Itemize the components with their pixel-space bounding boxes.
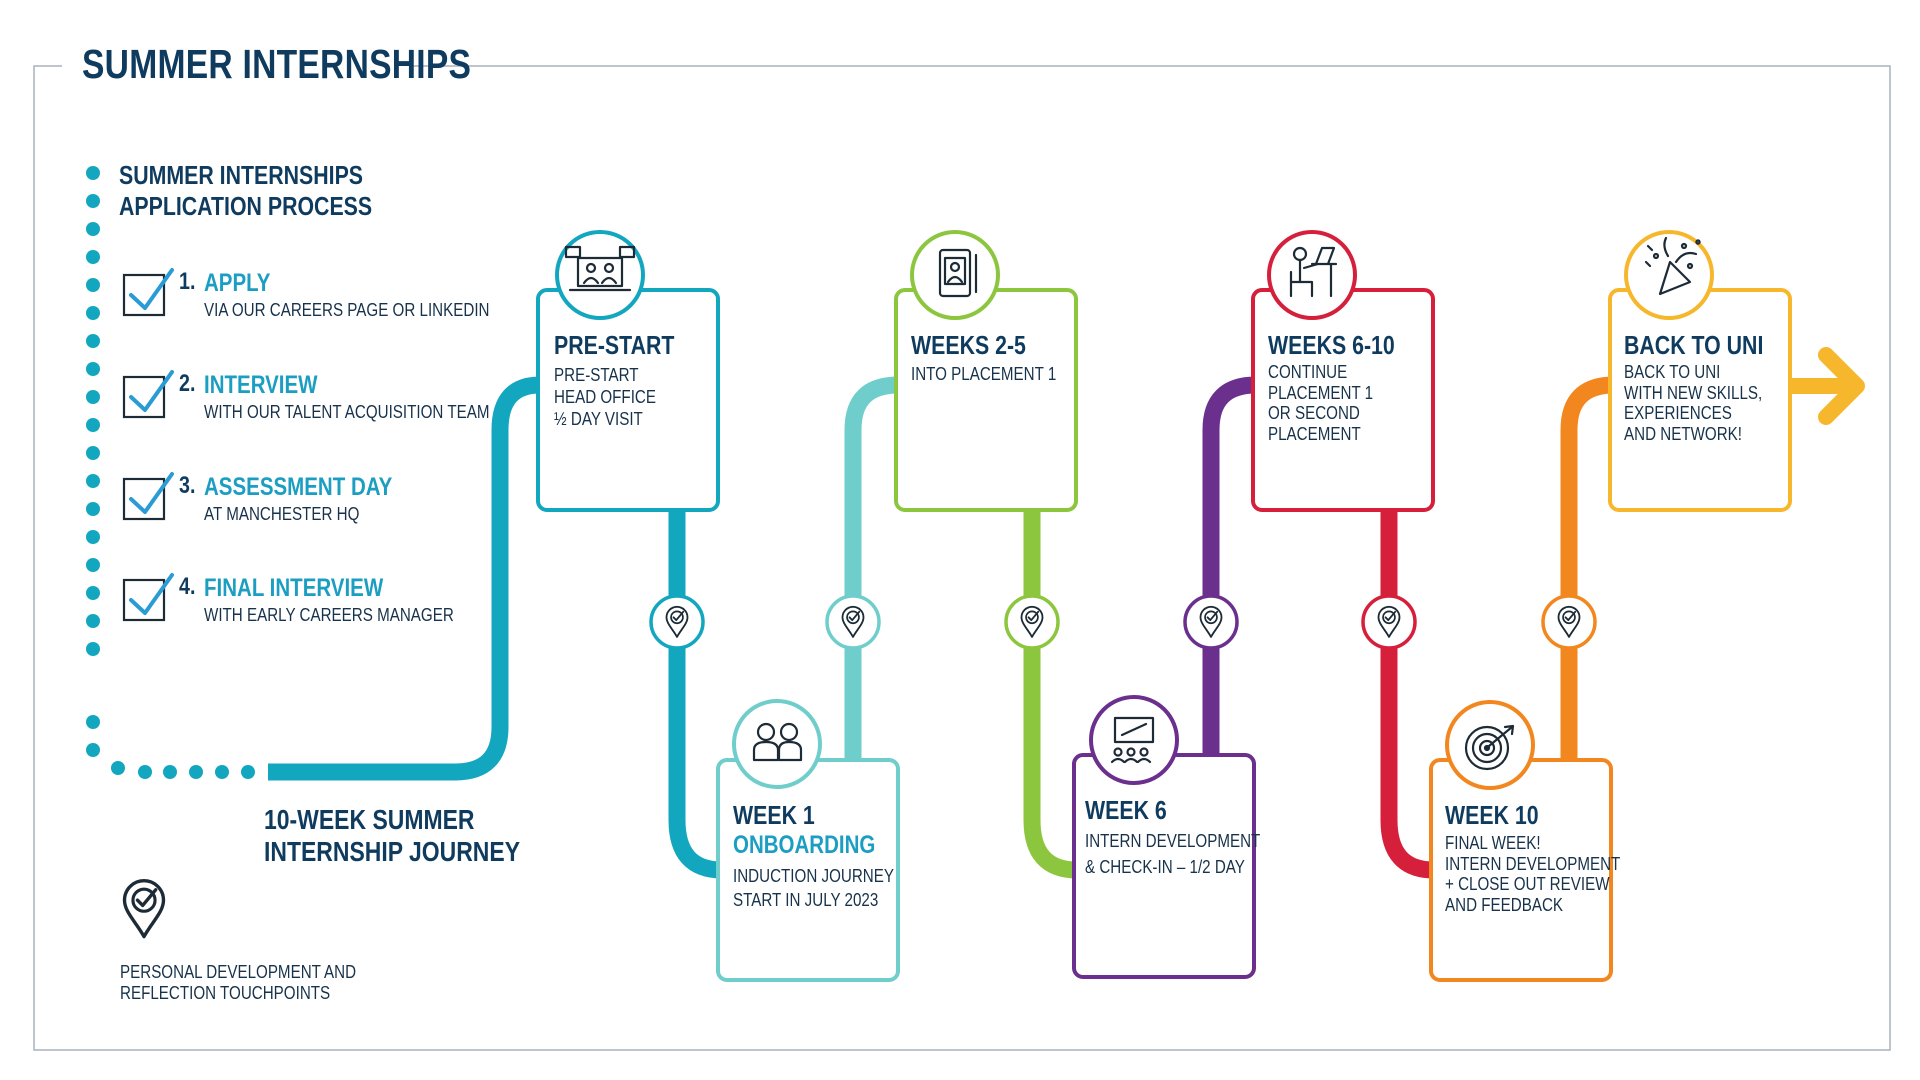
step-number: 1. — [179, 268, 196, 295]
application-heading: SUMMER INTERNSHIPS APPLICATION PROCESS — [119, 160, 373, 221]
step-description: WITH OUR TALENT ACQUISITION TEAM — [204, 401, 490, 422]
step-title: ASSESSMENT DAY — [204, 473, 393, 501]
step-description: VIA OUR CAREERS PAGE OR LINKEDIN — [204, 299, 490, 320]
application-dotted-path — [86, 166, 255, 779]
step-number: 4. — [179, 573, 196, 600]
stage-title: BACK TO UNI — [1624, 330, 1764, 360]
step-checkboxes — [122, 268, 174, 622]
stage-box-weeks-2-5 — [894, 288, 1078, 512]
step-number: 2. — [179, 370, 196, 397]
stage-title: WEEK 6 — [1085, 795, 1167, 825]
video-call-icon — [564, 245, 636, 292]
checkbox-icon — [122, 268, 174, 317]
touchpoint-markers — [649, 594, 1597, 650]
stage-description: PRE-START HEAD OFFICE ½ DAY VISIT — [554, 364, 656, 429]
stage-icon-circle-week-1 — [732, 699, 822, 789]
person-at-desk-icon — [1289, 246, 1338, 298]
stage-description: INTO PLACEMENT 1 — [911, 363, 1057, 384]
stage-subtitle: ONBOARDING — [733, 831, 876, 859]
step-description: AT MANCHESTER HQ — [204, 503, 360, 524]
stage-title: PRE-START — [554, 330, 675, 360]
road-segment-6 — [1380, 510, 1435, 879]
stage-title: WEEKS 2-5 — [911, 330, 1026, 360]
road-segment-5 — [1202, 376, 1257, 760]
step-title: APPLY — [204, 269, 271, 297]
stage-icon-circle-back-to-uni — [1624, 230, 1714, 320]
stage-description: INTERN DEVELOPMENT & CHECK-IN – 1/2 DAY — [1085, 830, 1261, 877]
presentation-icon — [1110, 716, 1155, 764]
legend-text: PERSONAL DEVELOPMENT AND REFLECTION TOUC… — [120, 961, 357, 1003]
step-title: INTERVIEW — [204, 371, 318, 399]
stage-title: WEEKS 6-10 — [1268, 330, 1395, 360]
stage-description: BACK TO UNI WITH NEW SKILLS, EXPERIENCES… — [1624, 361, 1763, 445]
step-number: 3. — [179, 472, 196, 499]
stage-description: INDUCTION JOURNEY START IN JULY 2023 — [733, 865, 894, 911]
checkbox-icon — [122, 370, 174, 419]
stage-title: WEEK 1 — [733, 800, 815, 830]
road-segment-4 — [1023, 510, 1078, 879]
party-popper-icon — [1644, 236, 1701, 296]
page-title: SUMMER INTERNSHIPS — [82, 41, 472, 87]
stage-description: CONTINUE PLACEMENT 1 OR SECOND PLACEMENT — [1268, 361, 1374, 445]
road-segment-2 — [668, 510, 723, 879]
journey-label: 10-WEEK SUMMER INTERNSHIP JOURNEY — [264, 804, 521, 867]
location-check-icon — [122, 878, 166, 939]
road-segment-7 — [1560, 376, 1615, 760]
exit-arrow — [1788, 347, 1865, 425]
people-icon — [752, 722, 803, 762]
stage-icon-circle-week-6 — [1089, 695, 1179, 785]
road-segment-1 — [268, 376, 541, 781]
stage-icon-circle-weeks-2-5 — [910, 230, 1000, 320]
stage-description: FINAL WEEK! INTERN DEVELOPMENT + CLOSE O… — [1445, 832, 1621, 916]
target-icon — [1464, 724, 1515, 771]
step-description: WITH EARLY CAREERS MANAGER — [204, 604, 454, 625]
checkbox-icon — [122, 573, 174, 622]
tablet-profile-icon — [938, 248, 978, 298]
outer-frame — [33, 65, 1891, 1051]
step-title: FINAL INTERVIEW — [204, 574, 384, 602]
road-segment-3 — [844, 376, 899, 760]
stage-title: WEEK 10 — [1445, 800, 1539, 830]
stage-icon-circle-weeks-6-10 — [1267, 230, 1357, 320]
checkbox-icon — [122, 472, 174, 521]
stage-icon-circle-pre-start — [555, 230, 645, 320]
